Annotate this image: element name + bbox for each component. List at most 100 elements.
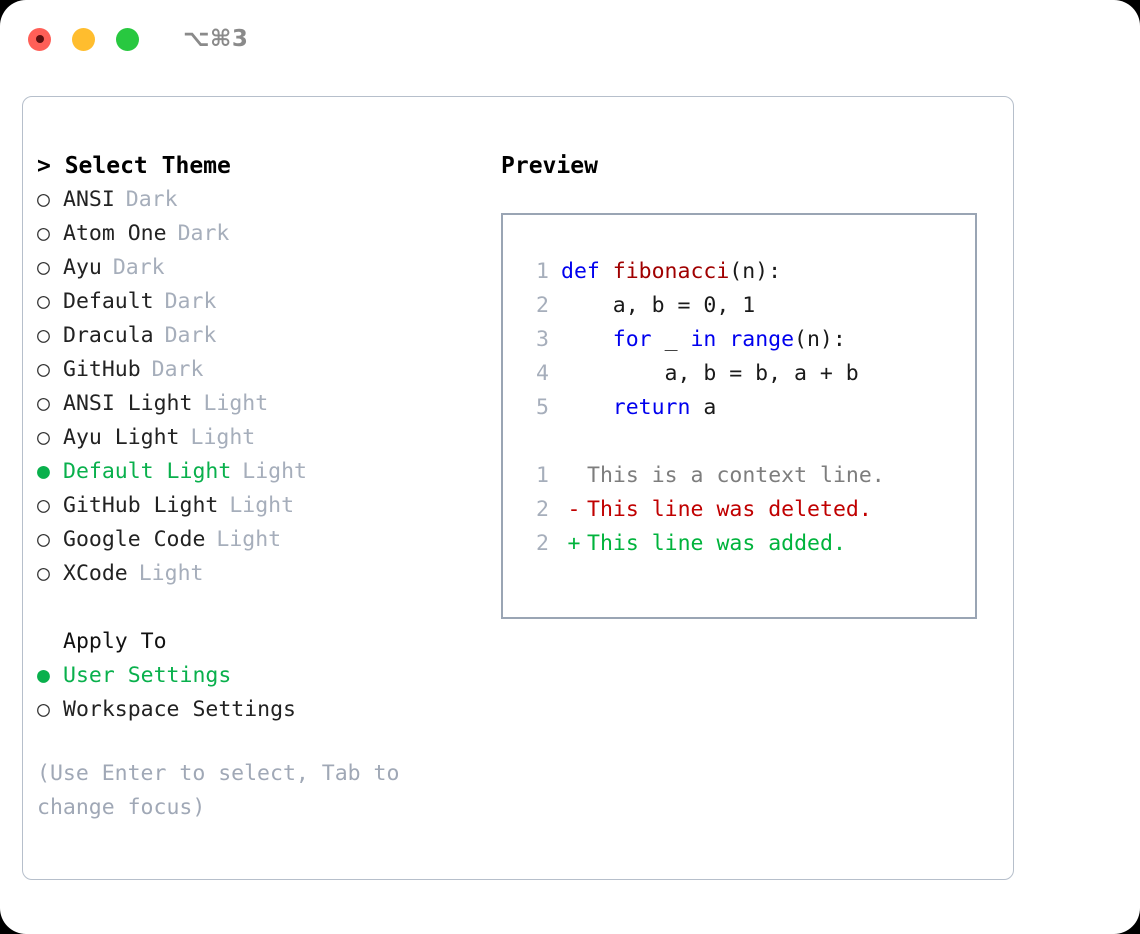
apply-to-option-workspace-settings[interactable]: ○ Workspace Settings [37,693,487,727]
radio-unselected-icon: ○ [37,221,50,246]
theme-option-github-light[interactable]: ○ GitHub Light Light [37,489,487,523]
code-line-text: return a [561,391,717,425]
radio-unselected-icon: ○ [37,697,50,722]
diff-line-text: This is a context line. [587,463,885,488]
traffic-light-group [28,27,139,51]
radio-selected-icon: ● [37,459,50,484]
minimize-button[interactable] [72,27,95,51]
code-token-plain: (n): [794,327,846,352]
theme-option-github[interactable]: ○ GitHub Dark [37,353,487,387]
code-line-text: a, b = 0, 1 [561,289,755,323]
code-line: 3 for _ in range(n): [519,323,967,357]
code-line: 1 def fibonacci(n): [519,255,967,289]
theme-option-tag: Dark [177,221,230,246]
theme-option-label: Ayu [63,255,102,280]
theme-option-default-light[interactable]: ● Default Light Light [37,455,487,489]
radio-unselected-icon: ○ [37,527,50,552]
theme-option-label: Default Light [63,459,232,484]
select-theme-heading: > Select Theme [37,153,231,179]
diff-marker: + [567,531,581,556]
radio-unselected-icon: ○ [37,289,50,314]
code-line-number: 3 [536,327,549,352]
theme-option-tag: Dark [151,357,204,382]
code-diff-separator [519,425,967,459]
diff-line-added: 2+This line was added. [519,527,967,561]
radio-unselected-icon: ○ [37,391,50,416]
radio-unselected-icon: ○ [37,561,50,586]
apply-to-heading: Apply To [63,629,167,654]
preview-heading: Preview [501,153,598,179]
theme-option-label: GitHub [63,357,141,382]
radio-unselected-icon: ○ [37,493,50,518]
code-line-text: for _ in range(n): [561,323,846,357]
code-line: 2 a, b = 0, 1 [519,289,967,323]
theme-option-ayu[interactable]: ○ Ayu Dark [37,251,487,285]
maximize-button[interactable] [116,27,139,51]
code-token-plain: (n): [729,259,782,284]
theme-option-label: Dracula [63,323,154,348]
theme-option-tag: Light [138,561,204,586]
theme-option-tag: Dark [125,187,178,212]
code-line-number: 5 [536,395,549,420]
theme-option-tag: Light [242,459,308,484]
theme-option-label: ANSI Light [63,391,193,416]
code-line: 4 a, b = b, a + b [519,357,967,391]
theme-option-label: GitHub Light [63,493,219,518]
radio-unselected-icon: ○ [37,357,50,382]
close-button[interactable] [28,27,51,51]
code-token-kw: for [612,327,652,352]
code-line-number: 4 [536,361,549,386]
apply-to-option-label: Workspace Settings [63,697,296,722]
diff-marker: - [567,497,581,522]
code-token-plain [561,395,613,420]
radio-unselected-icon: ○ [37,425,50,450]
help-hint-text: (Use Enter to select, Tab to change focu… [37,761,400,820]
radio-selected-icon: ● [37,663,50,688]
code-token-plain: a, b = b, a + b [561,361,859,386]
theme-option-tag: Light [203,391,269,416]
theme-option-tag: Light [190,425,256,450]
radio-unselected-icon: ○ [37,255,50,280]
code-line-text: a, b = b, a + b [561,357,859,391]
code-token-plain: a [690,395,717,420]
diff-line-deleted: 2-This line was deleted. [519,493,967,527]
theme-option-tag: Dark [112,255,165,280]
theme-option-default[interactable]: ○ Default Dark [37,285,487,319]
theme-option-xcode[interactable]: ○ XCode Light [37,557,487,591]
apply-to-option-label: User Settings [63,663,232,688]
code-line-number: 1 [536,259,549,284]
code-line-text: def fibonacci(n): [561,255,781,289]
code-token-kw: in [690,327,717,352]
code-token-plain [716,327,729,352]
code-token-kw: def [561,259,613,284]
radio-unselected-icon: ○ [37,187,50,212]
theme-option-tag: Light [229,493,295,518]
theme-option-label: XCode [63,561,128,586]
code-token-plain: _ [651,327,691,352]
theme-option-label: Google Code [63,527,206,552]
theme-option-tag: Dark [164,289,217,314]
theme-option-label: Ayu Light [63,425,180,450]
theme-option-ansi-light[interactable]: ○ ANSI Light Light [37,387,487,421]
theme-option-ayu-light[interactable]: ○ Ayu Light Light [37,421,487,455]
diff-line-text: This line was deleted. [587,497,872,522]
apply-to-option-user-settings[interactable]: ● User Settings [37,659,487,693]
code-token-kw: range [729,327,795,352]
title-bar: ⌥⌘3 [0,0,1140,78]
code-token-fn: fibonacci [612,259,730,284]
theme-option-label: Default [63,289,154,314]
window-shortcut-label: ⌥⌘3 [183,26,249,52]
